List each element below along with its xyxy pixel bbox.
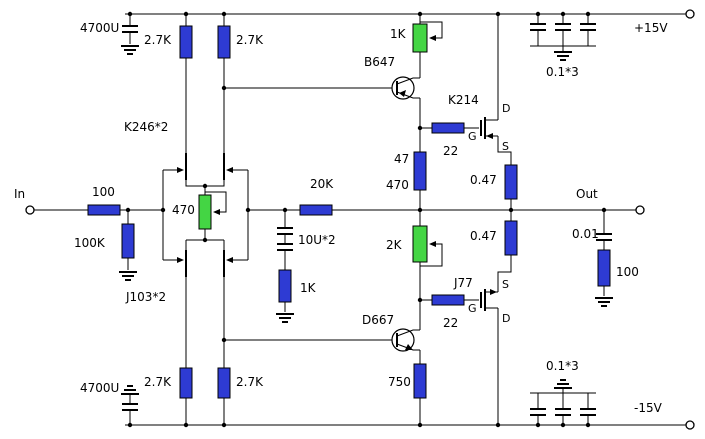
label-input: In <box>14 187 25 201</box>
resistor-input-series <box>87 204 121 216</box>
label-cap-rail-bottom: 0.1*3 <box>546 359 579 373</box>
label-jfet-bottom-pair: J103*2 <box>125 290 166 304</box>
label-resistor-gate-bottom: 22 <box>443 316 458 330</box>
label-pin-gate-bottom: G <box>468 302 477 315</box>
label-pin-source-bottom: S <box>502 278 509 291</box>
label-pin-source-top: S <box>502 140 509 153</box>
label-mosfet-k214: K214 <box>448 93 479 107</box>
label-resistor-load-bottom-right: 2.7K <box>236 375 264 389</box>
resistor-source-bottom <box>504 220 518 256</box>
resistor-load-top-left <box>179 25 193 59</box>
negative-rail-terminal-node <box>685 420 695 430</box>
label-transistor-b647: B647 <box>364 55 395 69</box>
resistor-source-top <box>504 164 518 200</box>
label-potentiometer-bias: 2K <box>386 238 403 252</box>
label-pin-drain-top: D <box>502 102 510 115</box>
label-cap-rail-top: 0.1*3 <box>546 65 579 79</box>
symbol-strokes <box>119 23 613 416</box>
resistor-bias <box>413 151 427 191</box>
label-positive-rail: +15V <box>634 21 668 35</box>
label-cap-feedback: 10U*2 <box>298 233 336 247</box>
label-resistor-source-top: 0.47 <box>470 173 497 187</box>
resistor-feedback-shunt <box>278 269 292 303</box>
junction-dots <box>125 11 607 428</box>
wire-segments <box>34 13 686 426</box>
potentiometer-vas <box>412 23 428 53</box>
label-transistor-d667: D667 <box>362 313 394 327</box>
resistor-gate-top <box>431 122 465 134</box>
label-resistor-input-shunt: 100K <box>74 236 106 250</box>
label-resistor-bias-annotation: 470 <box>386 178 409 192</box>
label-cap-zobel: 0.01 <box>572 227 599 241</box>
label-potentiometer-vas: 1K <box>390 27 407 41</box>
label-resistor-input: 100 <box>92 185 115 199</box>
label-resistor-gate-top: 22 <box>443 144 458 158</box>
resistor-gate-bottom <box>431 294 465 306</box>
label-potentiometer-source: 470 <box>172 203 195 217</box>
label-resistor-feedback: 20K <box>310 177 334 191</box>
resistor-load-bottom-right <box>217 367 231 399</box>
positive-rail-terminal-node <box>685 9 695 19</box>
resistor-load-bottom-left <box>179 367 193 399</box>
label-resistor-source-bottom: 0.47 <box>470 229 497 243</box>
label-pin-drain-bottom: D <box>502 312 510 325</box>
label-resistor-emitter: 750 <box>388 375 411 389</box>
potentiometer-bias <box>412 225 428 263</box>
label-cap-bulk-bottom: 4700U <box>80 381 119 395</box>
label-cap-bulk-top: 4700U <box>80 21 119 35</box>
input-terminal-node <box>25 205 35 215</box>
label-output: Out <box>576 187 598 201</box>
label-mosfet-j77: J77 <box>453 276 473 290</box>
output-terminal-node <box>635 205 645 215</box>
label-resistor-load-top-left: 2.7K <box>144 33 172 47</box>
label-resistor-feedback-shunt: 1K <box>300 281 317 295</box>
label-resistor-load-bottom-left: 2.7K <box>144 375 172 389</box>
label-resistor-zobel: 100 <box>616 265 639 279</box>
label-resistor-load-top-right: 2.7K <box>236 33 264 47</box>
resistor-input-shunt <box>121 223 135 259</box>
label-resistor-bias: 47 <box>394 152 409 166</box>
label-negative-rail: -15V <box>634 401 663 415</box>
resistor-zobel <box>597 249 611 287</box>
potentiometer-source <box>198 194 212 230</box>
resistor-feedback <box>299 204 333 216</box>
resistor-emitter <box>413 363 427 399</box>
label-pin-gate-top: G <box>468 130 477 143</box>
label-jfet-top-pair: K246*2 <box>124 120 168 134</box>
resistor-load-top-right <box>217 25 231 59</box>
